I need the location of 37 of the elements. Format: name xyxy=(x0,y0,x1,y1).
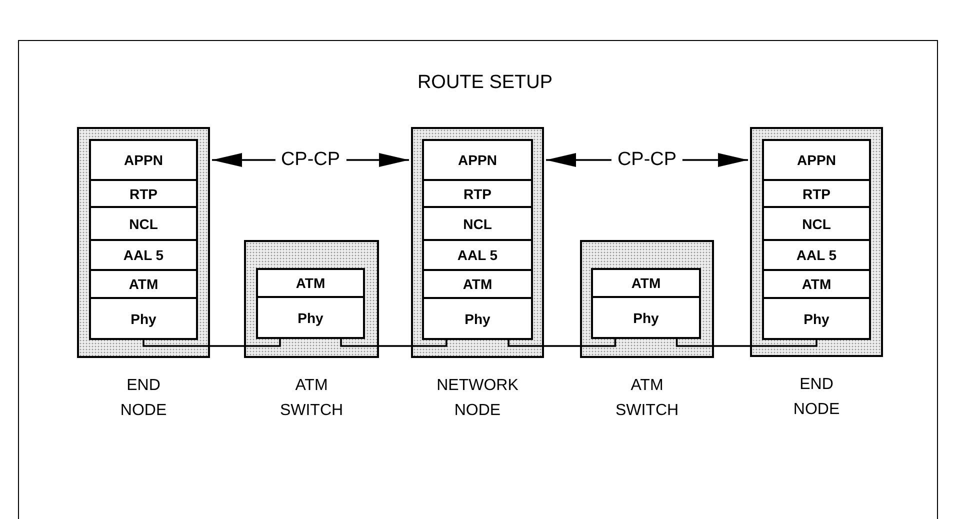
protocol-layer: AAL 5 xyxy=(762,239,871,271)
link-line xyxy=(676,339,818,347)
protocol-layer: RTP xyxy=(422,179,533,208)
protocol-layer: APPN xyxy=(422,139,533,181)
protocol-layer: NCL xyxy=(422,206,533,241)
diagram-title: ROUTE SETUP xyxy=(416,72,554,94)
protocol-layer: Phy xyxy=(762,297,871,340)
protocol-layer: Phy xyxy=(591,296,701,339)
protocol-layer: APPN xyxy=(762,139,871,181)
protocol-layer: AAL 5 xyxy=(89,239,198,271)
shaded-node-box xyxy=(750,127,883,357)
protocol-layer: Phy xyxy=(256,296,365,339)
protocol-layer: RTP xyxy=(89,179,198,208)
link-line xyxy=(508,339,616,347)
node-caption: ATM SWITCH xyxy=(280,376,344,421)
shaded-node-box xyxy=(244,240,379,358)
shaded-node-box xyxy=(580,240,714,358)
protocol-layer: ATM xyxy=(89,269,198,299)
protocol-layer: NCL xyxy=(89,206,198,241)
protocol-layer: ATM xyxy=(762,269,871,299)
link-line xyxy=(340,339,448,347)
protocol-layer: APPN xyxy=(89,139,198,181)
shaded-node-box xyxy=(411,127,544,358)
link-line xyxy=(142,339,281,347)
protocol-layer: ATM xyxy=(422,269,533,299)
node-caption: END NODE xyxy=(793,375,840,420)
protocol-layer: Phy xyxy=(422,297,533,340)
protocol-layer: ATM xyxy=(591,268,701,298)
protocol-layer: RTP xyxy=(762,179,871,208)
node-caption: ATM SWITCH xyxy=(615,376,679,421)
protocol-layer: NCL xyxy=(762,206,871,241)
node-caption: END NODE xyxy=(120,376,167,421)
node-caption: NETWORK NODE xyxy=(436,376,518,421)
shaded-node-box xyxy=(77,127,210,358)
protocol-layer: ATM xyxy=(256,268,365,298)
protocol-layer: Phy xyxy=(89,297,198,340)
protocol-layer: AAL 5 xyxy=(422,239,533,271)
